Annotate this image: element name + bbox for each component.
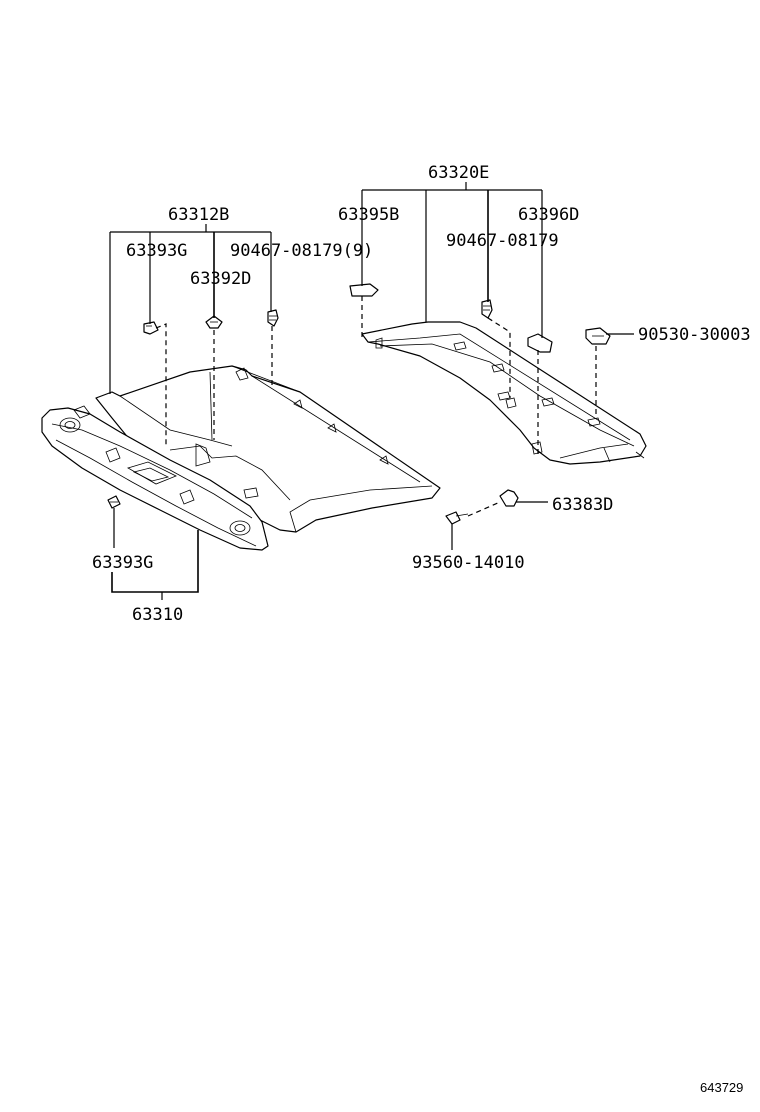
diagram-id: 643729 xyxy=(700,1080,743,1095)
rear-headlining-panel-right xyxy=(361,321,647,465)
right-leader-lines xyxy=(361,182,634,550)
label-63393g-top: 63393G xyxy=(126,241,187,261)
label-90467-08179-9: 90467-08179(9) xyxy=(230,241,373,261)
label-90530-30003: 90530-30003 xyxy=(638,325,751,345)
label-63312b: 63312B xyxy=(168,205,229,225)
clip-90467-08179-icon xyxy=(481,299,493,319)
clip-63392d-icon xyxy=(205,315,223,329)
clip-63393g-top-icon xyxy=(143,321,159,335)
clip-63383d-icon xyxy=(499,489,519,507)
label-63383d: 63383D xyxy=(552,495,613,515)
left-leader-lines xyxy=(109,224,272,600)
label-63393g-bottom: 63393G xyxy=(92,553,153,573)
label-63320e: 63320E xyxy=(428,163,489,183)
clip-63393g-bottom-icon xyxy=(107,495,121,509)
headlining-panel-left xyxy=(41,365,441,551)
label-63392d: 63392D xyxy=(190,269,251,289)
label-63395b: 63395B xyxy=(338,205,399,225)
nut-90530-30003-icon xyxy=(585,327,611,345)
label-93560-14010: 93560-14010 xyxy=(412,553,525,573)
clip-63395b-icon xyxy=(349,283,379,297)
clip-90467-08179-9-icon xyxy=(267,309,279,327)
label-90467-08179: 90467-08179 xyxy=(446,231,559,251)
bracket-63396d-icon xyxy=(527,333,553,353)
label-63396d: 63396D xyxy=(518,205,579,225)
screw-93560-14010-icon xyxy=(445,511,469,525)
label-63310: 63310 xyxy=(132,605,183,625)
